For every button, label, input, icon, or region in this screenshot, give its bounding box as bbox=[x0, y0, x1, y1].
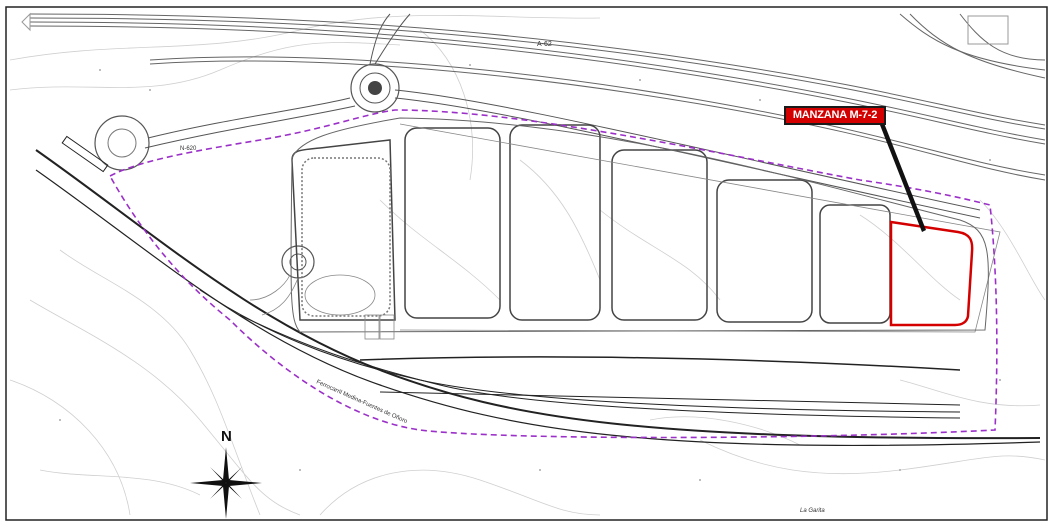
interchange-northeast bbox=[899, 13, 1046, 79]
railway-lines bbox=[35, 135, 1041, 447]
label-national-road: N-620 bbox=[180, 146, 197, 152]
callout-leader-line bbox=[880, 123, 926, 232]
triangle-marker-icon bbox=[21, 12, 31, 32]
highlighted-block-m72[interactable] bbox=[889, 220, 974, 327]
label-locality: La Garita bbox=[800, 508, 825, 514]
north-letter: N bbox=[221, 428, 232, 445]
compass-rose-icon bbox=[190, 447, 262, 519]
callout-text: MANZANA M-7-2 bbox=[792, 109, 878, 121]
roundabout-north bbox=[350, 13, 411, 113]
north-label: N bbox=[221, 428, 232, 445]
callout-label-block: MANZANA M-7-2 bbox=[784, 106, 886, 125]
road-n620 bbox=[144, 89, 981, 219]
interior-roads bbox=[249, 274, 395, 340]
motorway-a62 bbox=[29, 13, 1046, 181]
contour-lines bbox=[9, 14, 1046, 516]
label-motorway: A-62 bbox=[537, 41, 552, 48]
spot-heights bbox=[59, 64, 1001, 481]
block-parcels bbox=[290, 117, 1001, 333]
plot-boundary bbox=[108, 109, 998, 439]
